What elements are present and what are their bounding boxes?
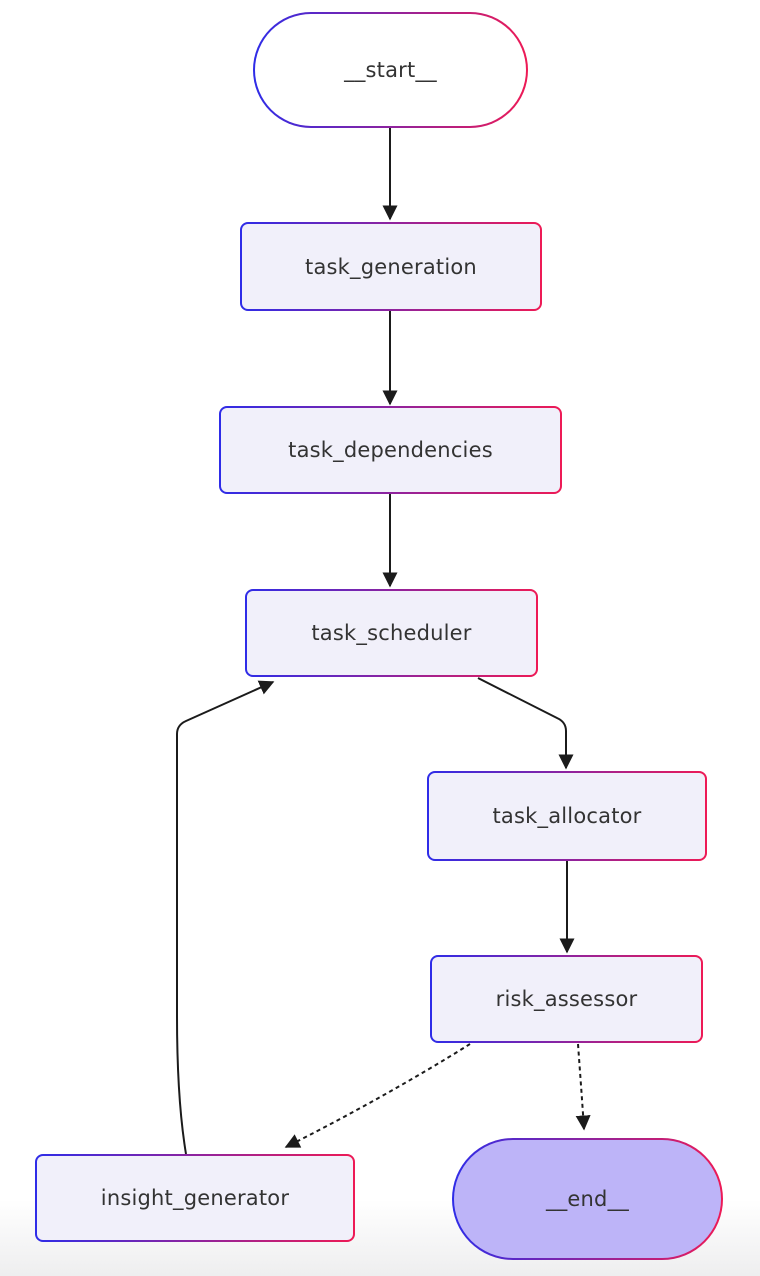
node-task_dependencies: task_dependencies	[219, 406, 562, 494]
node-task_generation: task_generation	[240, 222, 542, 311]
node-task_generation-label: task_generation	[305, 254, 477, 279]
node-task_scheduler-label: task_scheduler	[311, 621, 472, 645]
edge-task_scheduler-to-task_allocator	[477, 677, 574, 770]
node-insight_generator: insight_generator	[35, 1154, 355, 1242]
edge-insight_generator-to-task_scheduler	[176, 680, 275, 1155]
node-start-label: __start__	[344, 58, 437, 82]
node-risk_assessor-label: risk_assessor	[495, 987, 638, 1011]
node-end-label: __end__	[546, 1187, 629, 1211]
node-task_allocator-label: task_allocator	[492, 804, 642, 828]
node-task_scheduler: task_scheduler	[245, 589, 538, 677]
node-insight_generator-label: insight_generator	[100, 1186, 290, 1210]
node-task_dependencies-label: task_dependencies	[288, 438, 493, 462]
node-start: __start__	[253, 12, 528, 128]
node-task_allocator: task_allocator	[427, 771, 707, 861]
edge-risk_assessor-to-insight_generator	[284, 1043, 471, 1148]
edge-risk_assessor-to-end	[575, 1043, 591, 1131]
node-risk_assessor: risk_assessor	[430, 955, 703, 1043]
node-end: __end__	[452, 1138, 723, 1260]
